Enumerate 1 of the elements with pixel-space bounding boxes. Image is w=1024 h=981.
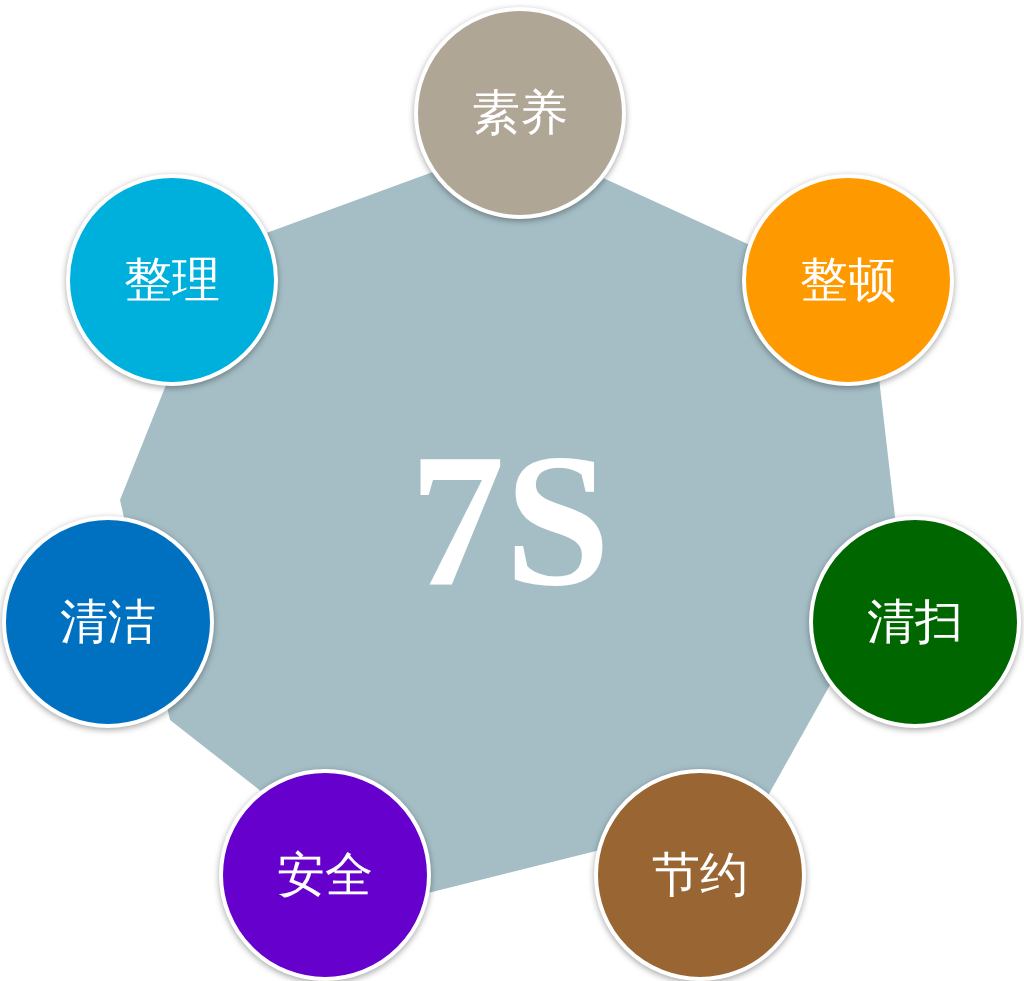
center-title: 7S bbox=[408, 425, 612, 615]
